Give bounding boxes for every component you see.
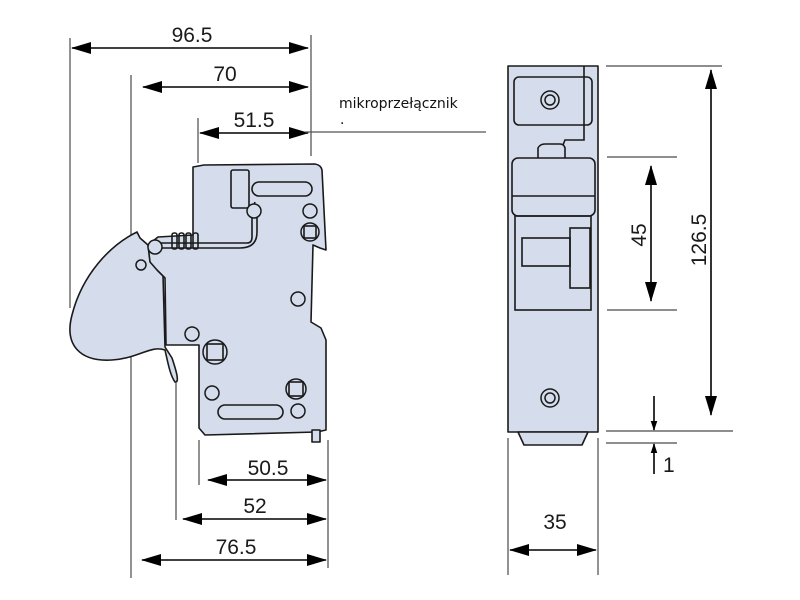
- grip-fin: [192, 232, 199, 250]
- dim-depth-from-rail: 70: [213, 63, 236, 86]
- dim-overall-depth: 96.5: [172, 24, 213, 47]
- microswitch-label: mikroprzełącznik: [339, 96, 459, 112]
- dim-depth-from-front: 51.5: [234, 109, 275, 132]
- side-view: 96.5 70 51.5 50.5 52 76.5: [69, 24, 329, 578]
- body-detail-line: [157, 201, 256, 244]
- dim-overall-height: 126.5: [688, 214, 711, 267]
- microswitch-annotation: mikroprzełącznik .: [305, 96, 486, 133]
- terminal-screw: [300, 222, 320, 242]
- top-terminal-cover: [513, 76, 593, 126]
- indicator-tab: [569, 227, 591, 289]
- hole: [290, 291, 306, 307]
- grip-fin: [171, 232, 178, 250]
- hole: [302, 203, 318, 219]
- microswitch-housing: [230, 169, 250, 209]
- rail-clip: [311, 429, 321, 443]
- terminal-screw-square: [303, 225, 317, 239]
- slot: [217, 404, 284, 420]
- body-detail-line: [157, 210, 258, 249]
- dim-base-depth: 50.5: [248, 457, 289, 480]
- dim-foot-offset: 1: [663, 454, 675, 477]
- top-screw-inner: [544, 94, 556, 106]
- dim-mount-depth: 52: [243, 495, 266, 518]
- slot: [251, 181, 313, 197]
- front-view: 45 126.5 1 35: [507, 65, 733, 575]
- bottom-screw-inner: [544, 392, 556, 404]
- front-detail-tab: [537, 143, 566, 158]
- annotation-dot: .: [340, 112, 344, 128]
- front-foot: [517, 431, 589, 446]
- dim-window-height: 45: [628, 223, 651, 246]
- fuse-holder-body: [147, 163, 327, 436]
- hole: [147, 239, 163, 255]
- grip-fin: [178, 232, 185, 250]
- window-frame: [514, 215, 592, 311]
- front-body: [507, 65, 599, 433]
- front-detail-line: [562, 66, 585, 146]
- dim-width: 35: [543, 511, 566, 534]
- hole: [184, 326, 200, 342]
- terminal-screw: [285, 378, 307, 400]
- hole: [246, 203, 262, 219]
- dim-total-mount-depth: 76.5: [216, 536, 257, 559]
- terminal-screw: [202, 339, 228, 365]
- hole: [290, 403, 306, 419]
- hole: [135, 259, 147, 271]
- terminal-screw-square: [288, 381, 304, 397]
- grip-fin: [185, 232, 192, 250]
- lever-handle: [69, 231, 179, 383]
- terminal-screw-square: [206, 343, 224, 361]
- hole: [204, 385, 220, 401]
